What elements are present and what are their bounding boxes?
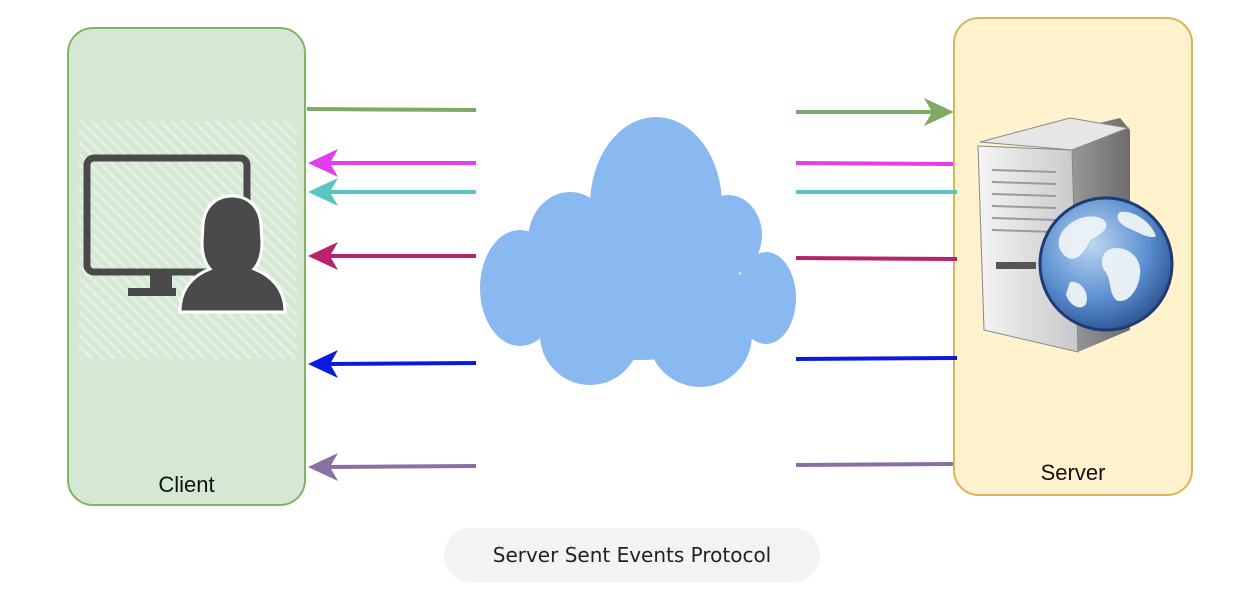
monitor-neck (150, 272, 172, 290)
event-2-arrowhead (308, 178, 338, 206)
globe-continents (1058, 211, 1156, 308)
server-slot (996, 262, 1036, 269)
arrowheads-client (308, 149, 338, 481)
event-1-arrowhead (308, 149, 338, 177)
event-3-arrowhead (308, 242, 338, 270)
request-arrowhead (924, 98, 954, 126)
event-4-line-server (795, 356, 958, 361)
connections-server-side (795, 110, 958, 467)
event-5-line-server (795, 462, 954, 467)
connections-client-side (306, 107, 477, 469)
event-4-arrowhead (308, 350, 338, 378)
user-workstation-icon (83, 154, 287, 314)
cloud-icon (480, 117, 796, 387)
web-server-icon (977, 117, 1174, 353)
diagram-caption: Server Sent Events Protocol (444, 528, 820, 582)
event-1-line-server (795, 161, 954, 166)
request-line-client (306, 107, 477, 112)
event-5-line-client (327, 464, 477, 469)
event-4-line-client (327, 361, 477, 366)
server-tower-top (979, 117, 1130, 151)
event-5-arrowhead (308, 453, 338, 481)
client-label: Client (158, 472, 215, 497)
monitor-base (128, 288, 176, 296)
caption-text: Server Sent Events Protocol (492, 543, 772, 567)
server-label: Server (1040, 460, 1106, 485)
event-3-line-server (795, 256, 958, 261)
user-silhouette (178, 194, 287, 314)
drive-bays (991, 169, 1057, 233)
